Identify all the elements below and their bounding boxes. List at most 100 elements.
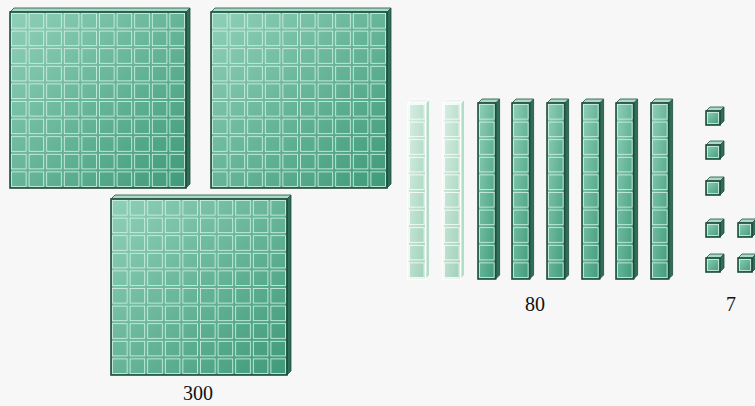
unit-cell [170,119,185,134]
unit-cell [336,49,351,64]
unit-cell [117,31,132,46]
unit-cell [47,49,62,64]
unit-cell [113,271,128,286]
unit-cell [165,271,180,286]
unit-cell [371,154,386,169]
unit-cell [708,147,719,158]
unit-cell [410,245,425,260]
unit-cell [47,14,62,29]
unit-cell [514,245,529,260]
unit-cell [201,271,216,286]
unit-cell [148,289,163,304]
unit-cell [653,175,668,190]
unit-cell [12,172,27,187]
value-label: 80 [525,294,545,314]
unit-cell [213,84,228,99]
unit-cell [201,306,216,321]
unit-cell [29,172,44,187]
unit-cell [218,236,233,251]
unit-cell [47,66,62,81]
unit-cell [271,324,286,339]
unit-cell [12,84,27,99]
unit-cell [549,228,564,243]
unit-cell [213,154,228,169]
unit-cell [64,154,79,169]
unit-cell [135,84,150,99]
unit-cell [236,236,251,251]
unit-cell [353,66,368,81]
unit-cell [113,253,128,268]
unit-cell [514,122,529,137]
unit-cell [584,228,599,243]
unit-cell [480,175,495,190]
unit-cell [618,175,633,190]
unit-cell [318,137,333,152]
unit-cell [248,49,263,64]
unit-cell [47,119,62,134]
unit-cell [708,183,719,194]
unit-cell [100,119,115,134]
unit-cell [271,201,286,216]
unit-cell [514,228,529,243]
unit-cell [29,154,44,169]
unit-cell [410,210,425,225]
unit-cell [248,84,263,99]
unit-cell [29,49,44,64]
unit-cell [230,84,245,99]
unit-cell [82,119,97,134]
unit-cell [514,263,529,278]
unit-cell [271,271,286,286]
unit-cell [135,137,150,152]
unit-cell [584,263,599,278]
unit-cell [410,193,425,208]
unit-cell [301,172,316,187]
unit-cell [230,119,245,134]
unit-cell [708,260,719,271]
unit-cell [353,31,368,46]
unit-cell [82,84,97,99]
unit-cell [29,84,44,99]
unit-cell [248,154,263,169]
unit-cell [183,236,198,251]
unit-cell [336,31,351,46]
hundred-flat [10,8,190,188]
unit-cell [165,236,180,251]
unit-cell [549,263,564,278]
unit-cell [148,218,163,233]
unit-cell [248,31,263,46]
unit-cell [445,140,460,155]
unit-cell [64,14,79,29]
unit-cell [236,359,251,374]
unit-cell [82,66,97,81]
unit-cell [82,172,97,187]
unit-cell [213,172,228,187]
unit-cell [230,31,245,46]
unit-cell [248,172,263,187]
unit-cell [653,263,668,278]
unit-cell [117,49,132,64]
unit-cell [410,105,425,120]
unit-cell [318,14,333,29]
ten-rod [547,99,569,279]
unit-cell [64,49,79,64]
unit-cell [301,66,316,81]
unit-cell [618,193,633,208]
unit-cell [318,49,333,64]
unit-cell [283,14,298,29]
unit-cell [514,105,529,120]
unit-cell [64,119,79,134]
unit-cell [410,175,425,190]
unit-cell [213,14,228,29]
unit-cell [410,122,425,137]
unit-cell [47,137,62,152]
unit-cell [12,14,27,29]
unit-cell [152,84,167,99]
unit-cell [183,218,198,233]
unit-cell [183,271,198,286]
unit-cell [152,31,167,46]
unit-cell [653,157,668,172]
unit-cell [130,359,145,374]
unit-cell [183,289,198,304]
unit-cell [445,228,460,243]
unit-cell [445,175,460,190]
